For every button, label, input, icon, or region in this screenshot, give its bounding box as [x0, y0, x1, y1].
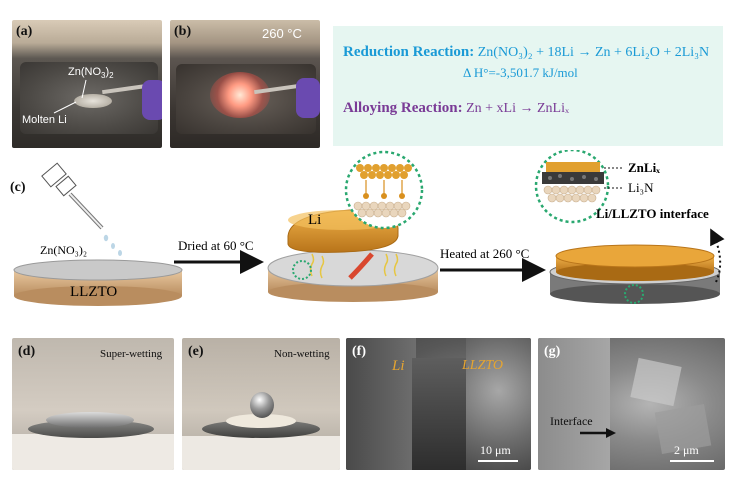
li-sem-label: Li — [392, 358, 405, 374]
llzto-region — [466, 338, 531, 470]
molten-li-pool — [74, 94, 112, 108]
llzto-sem-label: LLZTO — [462, 358, 504, 373]
interface-sem-label: Interface — [550, 414, 593, 428]
li-droplet — [250, 392, 274, 418]
grain-1 — [630, 357, 682, 407]
reduction-heading: Reduction Reaction: — [343, 44, 475, 60]
zoom-circle-right — [534, 150, 610, 224]
dropper-label: Zn(NO₃)₂ — [40, 243, 87, 257]
li3n-label: Li₃N — [628, 180, 654, 195]
dropper-icon — [41, 162, 122, 256]
panel-d-label: (d) — [18, 344, 36, 359]
red-curved-arrow — [348, 252, 374, 280]
super-wetting-caption: Super-wetting — [100, 348, 163, 360]
li-label: Li — [308, 212, 321, 228]
enthalpy-text: Δ H°=-3,501.7 kJ/mol — [463, 65, 578, 80]
schematic-diagram: Zn(NO₃)₂ LLZTO Dried at 60 °C Li — [13, 150, 725, 306]
li-region — [346, 338, 416, 470]
white-stage — [182, 436, 340, 470]
llzto-disk-2 — [267, 249, 439, 302]
scale-bar — [670, 460, 714, 462]
llzto-disk-1 — [13, 259, 183, 306]
photo-f: (f) Li LLZTO 10 μm — [346, 338, 531, 470]
dotted-circle-small — [292, 260, 312, 280]
reaction-glow — [210, 72, 270, 118]
dotted-circle-final — [624, 284, 644, 304]
zn-ligand-squiggles — [309, 253, 399, 279]
panel-f-label: (f) — [352, 344, 366, 359]
znli-label: ZnLiₓ — [628, 160, 660, 175]
white-stage — [12, 434, 174, 470]
panel-b-label: (b) — [174, 24, 192, 39]
interface-dotted-arrow — [710, 228, 725, 283]
final-disk — [549, 244, 721, 304]
reduction-equation: Zn(NO₃)₂ + 18Li → Zn + 6Li₂O + 2Li₃N — [477, 45, 710, 60]
arrow-dried-label: Dried at 60 °C — [178, 238, 254, 253]
photo-g: (g) Interface 2 μm — [538, 338, 725, 470]
glove — [142, 80, 162, 120]
glove — [296, 78, 320, 118]
reaction-box: Reduction Reaction: Zn(NO₃)₂ + 18Li → Zn… — [333, 26, 723, 146]
alloying-equation: Zn + xLi → ZnLiₓ — [466, 101, 570, 116]
photo-a-pointer-lines — [53, 79, 87, 114]
li-wetting-layer — [46, 412, 134, 428]
photo-d: (d) Super-wetting — [12, 338, 174, 470]
molten-li-label: Molten Li — [22, 114, 67, 126]
alloying-heading: Alloying Reaction: — [343, 100, 463, 116]
crack-region — [412, 358, 466, 470]
photo-a: (a) Zn(NO3)2 Molten Li — [12, 20, 162, 148]
temperature-label: 260 °C — [262, 26, 302, 41]
panel-a-label: (a) — [16, 24, 33, 39]
non-wetting-caption: Non-wetting — [274, 348, 330, 360]
arrow-heated-label: Heated at 260 °C — [440, 246, 529, 261]
panel-e-label: (e) — [188, 344, 204, 359]
scale-label: 2 μm — [674, 443, 699, 457]
left-region — [538, 338, 610, 470]
alloying-line: Alloying Reaction: Zn + xLi → ZnLiₓ — [343, 100, 569, 117]
zn-nitrate-label: Zn(NO3)2 — [68, 66, 114, 81]
zoom-circle-middle — [344, 150, 424, 230]
panel-g-label: (g) — [544, 344, 561, 359]
llzto-pellet — [226, 414, 296, 428]
llzto-label: LLZTO — [70, 284, 117, 300]
interface-label: Li/LLZTO interface — [596, 206, 709, 221]
panel-c-label: (c) — [10, 180, 26, 195]
photo-e: (e) Non-wetting — [182, 338, 340, 470]
scale-bar — [478, 460, 518, 462]
scale-label: 10 μm — [480, 443, 511, 457]
reduction-line: Reduction Reaction: Zn(NO₃)₂ + 18Li → Zn… — [343, 44, 709, 61]
interface-arrow-icon — [580, 428, 616, 438]
photo-b: (b) 260 °C — [170, 20, 320, 148]
